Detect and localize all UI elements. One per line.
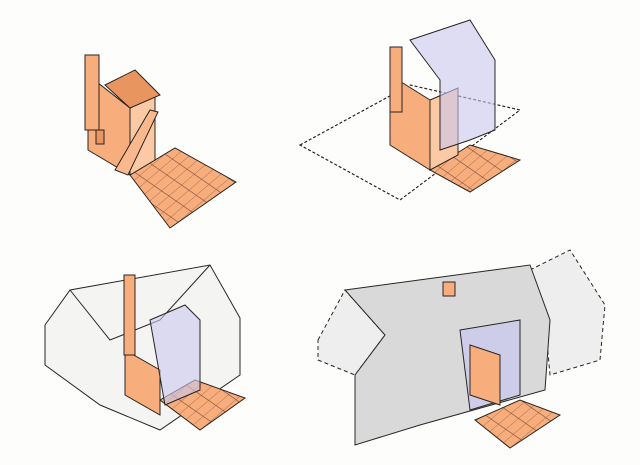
chimney bbox=[84, 54, 100, 131]
panel-core-with-glazing bbox=[298, 19, 522, 201]
panel-solid-house bbox=[317, 249, 606, 449]
panel-transparent-house bbox=[44, 264, 247, 431]
glazing-panel bbox=[409, 19, 496, 151]
looped-boundary bbox=[298, 84, 522, 201]
hearth-opening bbox=[95, 129, 105, 145]
tiled-floor bbox=[129, 147, 237, 229]
stair bbox=[114, 109, 159, 176]
tiled-floor bbox=[474, 399, 562, 449]
chimney bbox=[442, 281, 456, 297]
core-front-wall bbox=[469, 344, 501, 406]
core-front-wall bbox=[124, 349, 161, 416]
chimney bbox=[123, 274, 136, 356]
core-top bbox=[104, 69, 161, 109]
glazing-panel bbox=[149, 304, 201, 406]
panel-core-only bbox=[84, 54, 237, 229]
chimney bbox=[389, 46, 403, 113]
